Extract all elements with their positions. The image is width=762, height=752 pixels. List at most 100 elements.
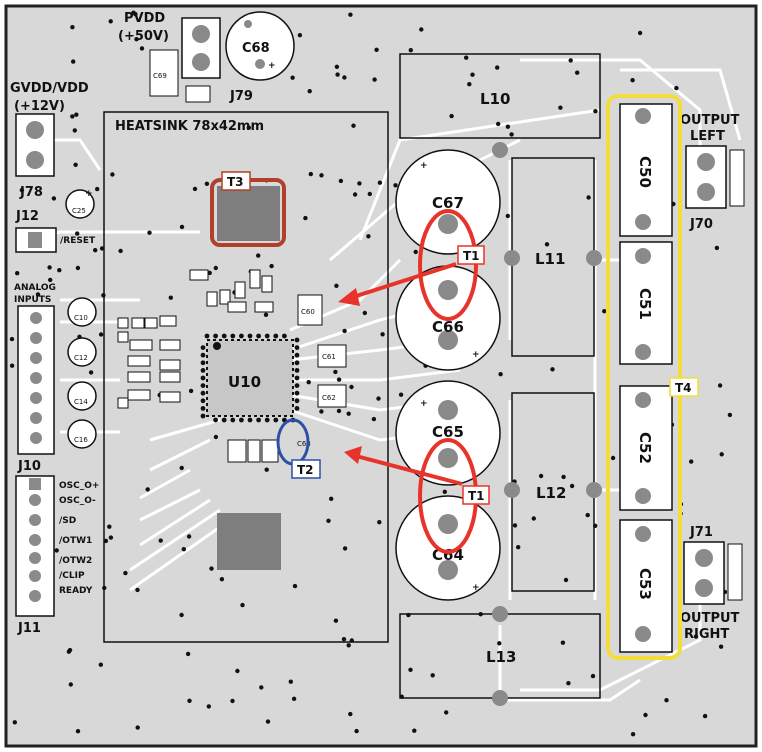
via — [108, 535, 114, 540]
j78-pad-1 — [26, 121, 44, 139]
via — [57, 268, 62, 273]
t1-marker-top — [418, 209, 478, 321]
c14-capacitor — [67, 381, 97, 411]
via — [294, 352, 300, 358]
via — [247, 333, 253, 339]
via — [550, 367, 555, 372]
l12-label: L12 — [536, 484, 566, 502]
c65-label: C65 — [432, 423, 464, 441]
via — [419, 27, 424, 32]
via — [586, 195, 591, 200]
via — [246, 125, 251, 130]
via — [693, 634, 699, 639]
via — [48, 277, 53, 283]
via — [346, 411, 351, 416]
j70-pad-2 — [697, 183, 715, 201]
c67-polarity: + — [420, 161, 428, 171]
via — [68, 682, 74, 687]
j11-pin — [29, 552, 41, 564]
via — [505, 124, 511, 129]
via — [47, 265, 52, 270]
l13-label: L13 — [486, 648, 516, 666]
j10-pin — [30, 352, 42, 364]
via — [342, 546, 348, 551]
via — [74, 112, 79, 117]
c64-polarity: + — [472, 583, 480, 593]
via — [496, 121, 501, 127]
via — [75, 231, 80, 236]
j10-pins — [30, 312, 42, 444]
via — [139, 46, 145, 51]
via — [123, 570, 128, 576]
via — [566, 681, 571, 686]
c63-label: C63 — [297, 440, 311, 448]
via — [398, 392, 404, 397]
j71-pad-1 — [695, 549, 713, 567]
via — [192, 186, 198, 192]
via — [206, 704, 211, 709]
j10-pin — [30, 432, 42, 444]
via — [256, 417, 261, 423]
inductor-pads — [492, 142, 602, 706]
via — [563, 577, 569, 583]
t1-top-callout: T1 — [463, 249, 480, 263]
heatsink-outline — [103, 111, 389, 643]
via — [181, 547, 186, 552]
via — [256, 253, 261, 258]
via — [338, 178, 344, 184]
via — [727, 412, 733, 418]
via — [393, 183, 398, 188]
via — [294, 337, 300, 343]
j79-pad-2 — [192, 53, 210, 71]
smd-parts — [117, 49, 347, 463]
analog-label-1: ANALOG — [14, 283, 56, 293]
via — [221, 417, 227, 423]
c68-polarity: + — [268, 61, 276, 71]
thermal-pad-bottom — [217, 513, 281, 570]
via — [585, 512, 590, 518]
via — [637, 30, 643, 36]
c16-capacitor — [67, 419, 97, 449]
via — [135, 725, 140, 730]
j11-pin-label-5: /OTW2 — [59, 556, 92, 566]
via — [569, 483, 575, 489]
via — [294, 390, 300, 396]
via — [538, 473, 544, 479]
j11-label: J11 — [17, 621, 41, 636]
j11-pin-label-7: READY — [59, 586, 93, 596]
j11-pin — [29, 514, 41, 526]
via — [294, 368, 300, 373]
via — [702, 713, 708, 719]
j11-pin — [29, 534, 41, 546]
j11-pin — [29, 570, 41, 582]
via — [495, 65, 500, 70]
via — [188, 388, 194, 394]
j12-label: J12 — [15, 209, 39, 224]
via — [118, 248, 123, 254]
via — [200, 406, 206, 411]
via — [95, 186, 100, 192]
via — [54, 548, 59, 553]
j10-pin — [30, 332, 42, 344]
output-left-label-1: OUTPUT — [680, 113, 740, 128]
c16-label: C16 — [74, 436, 88, 444]
via — [12, 720, 17, 725]
via — [200, 368, 206, 373]
via — [362, 310, 367, 316]
c12-capacitor — [67, 337, 97, 367]
j10-pin — [30, 392, 42, 404]
j78-pad-2 — [26, 151, 44, 169]
j11-pin-label-6: /CLIP — [59, 571, 85, 581]
via — [351, 123, 356, 128]
via — [470, 72, 475, 77]
via — [273, 417, 279, 423]
via — [71, 59, 76, 64]
via — [179, 465, 184, 471]
ic-pin1-dot — [213, 342, 221, 350]
via — [70, 114, 75, 119]
via — [718, 644, 724, 649]
via — [179, 612, 184, 618]
via — [408, 48, 413, 53]
j11-pin — [29, 494, 41, 506]
via — [464, 55, 469, 60]
